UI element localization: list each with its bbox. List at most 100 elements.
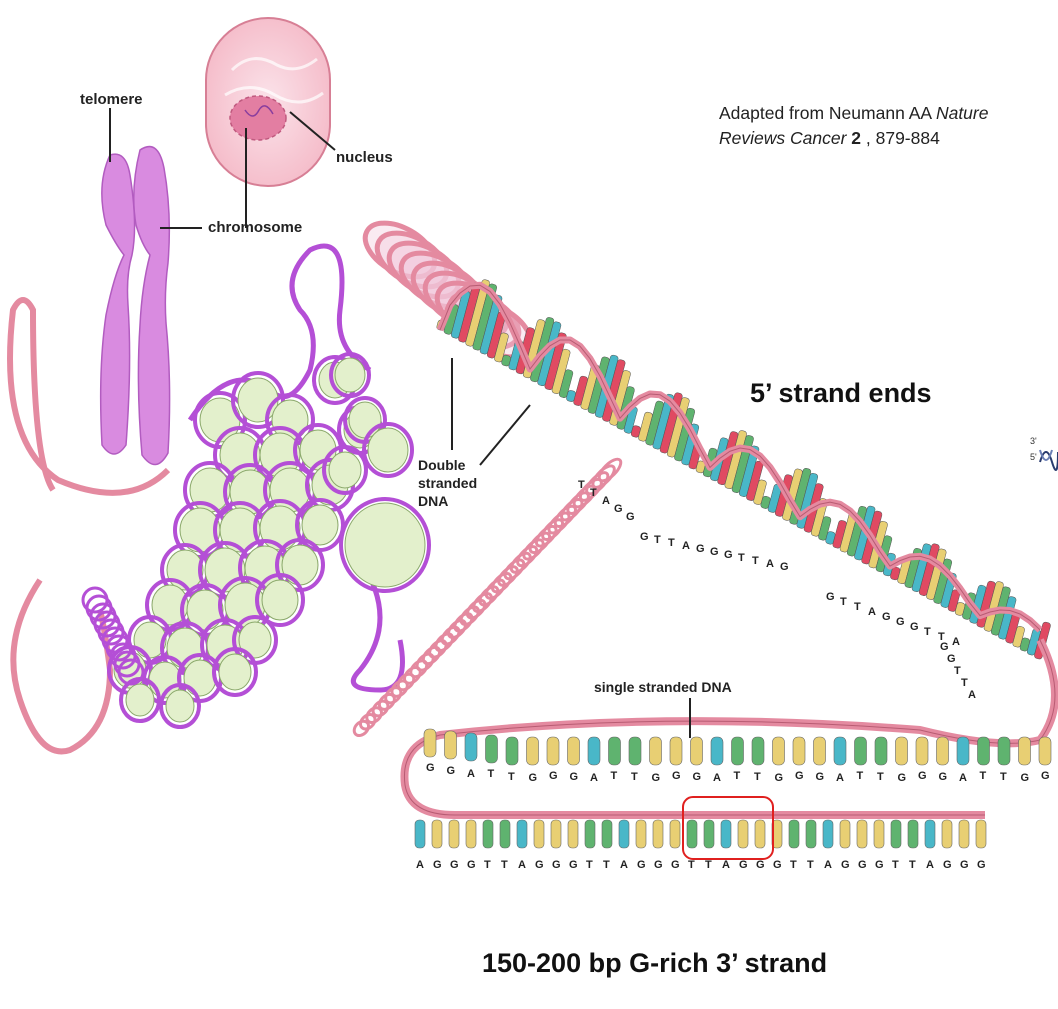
ss-letter-lower: G: [450, 859, 459, 871]
ss-base-lower: [976, 820, 986, 848]
ss-letter-lower: G: [654, 859, 663, 871]
nucleus-shape: [230, 96, 286, 140]
ss-base-lower: [959, 820, 969, 848]
ss-letter-upper: T: [508, 771, 515, 783]
ss-base-lower: [551, 820, 561, 848]
ss-letter-lower: T: [688, 859, 695, 871]
ss-base-lower: [670, 820, 680, 848]
ss-base-lower: [704, 820, 714, 848]
ss-base-lower: [449, 820, 459, 848]
sequence-letter: T: [738, 552, 745, 564]
ss-letter-upper: G: [447, 765, 456, 777]
svg-text:5': 5': [1030, 452, 1037, 462]
sequence-letter: G: [882, 611, 891, 623]
ss-letter-lower: T: [603, 859, 610, 871]
sequence-letter: A: [766, 558, 774, 570]
nucleosome: [260, 506, 300, 550]
ss-letter-upper: T: [857, 770, 864, 782]
ss-letter-lower: G: [943, 859, 952, 871]
single-stranded-label: single stranded DNA: [594, 679, 732, 695]
ss-base-upper: [465, 733, 477, 761]
ss-base-lower: [755, 820, 765, 848]
sequence-letter: A: [968, 689, 976, 701]
ss-base-upper: [834, 737, 846, 765]
ss-letter-upper: G: [570, 771, 579, 783]
ss-letter-lower: G: [858, 859, 867, 871]
ss-base-lower: [619, 820, 629, 848]
telomere-label: telomere: [80, 91, 143, 108]
ss-base-upper: [691, 737, 703, 765]
double-stranded-label-3: DNA: [418, 493, 448, 509]
ss-letter-lower: G: [637, 859, 646, 871]
ss-letter-lower: G: [552, 859, 561, 871]
sequence-letter: T: [840, 596, 847, 608]
ss-base-lower: [721, 820, 731, 848]
nucleosome: [329, 452, 361, 488]
ss-base-upper: [937, 737, 949, 765]
ss-base-upper: [609, 737, 621, 765]
chromosome-label: chromosome: [208, 219, 302, 236]
ss-letter-lower: G: [875, 859, 884, 871]
ss-letter-upper: T: [877, 771, 884, 783]
ss-letter-lower: T: [807, 859, 814, 871]
sequence-letter: G: [826, 591, 835, 603]
sequence-letter: T: [752, 555, 759, 567]
ss-letter-upper: T: [1000, 771, 1007, 783]
ss-letter-lower: G: [467, 859, 476, 871]
three-prime-heading: 150-200 bp G-rich 3’ strand: [482, 948, 827, 979]
chromatin-nucleosomes: [83, 246, 429, 727]
ss-base-lower: [942, 820, 952, 848]
ss-letter-lower: G: [977, 859, 986, 871]
cell-illustration: [206, 18, 335, 228]
sequence-letter: A: [602, 495, 610, 507]
ss-letter-upper: G: [918, 770, 927, 782]
ss-base-upper: [875, 737, 887, 765]
ss-base-upper: [814, 737, 826, 765]
double-stranded-label-1: Double: [418, 457, 466, 473]
ss-letter-upper: A: [713, 772, 721, 784]
nucleosome: [282, 545, 318, 585]
ss-letter-upper: T: [980, 770, 987, 782]
sequence-letter: T: [854, 601, 861, 613]
ss-base-upper: [506, 737, 518, 765]
ss-base-upper: [568, 737, 580, 765]
sequence-letter: T: [924, 626, 931, 638]
ss-letter-upper: G: [549, 770, 558, 782]
sequence-letter: A: [952, 636, 960, 648]
ss-letter-upper: T: [734, 770, 741, 782]
double-stranded-pointer-2: [480, 405, 530, 465]
ss-base-upper: [588, 737, 600, 765]
sequence-letter: G: [710, 546, 719, 558]
ss-letter-lower: A: [722, 859, 730, 871]
sequence-letter: G: [780, 561, 789, 573]
ss-base-upper: [650, 737, 662, 765]
nucleosome: [219, 654, 251, 690]
ss-letter-upper: G: [939, 771, 948, 783]
nucleosome: [335, 358, 365, 392]
ss-letter-upper: G: [693, 771, 702, 783]
ss-base-lower: [738, 820, 748, 848]
ss-letter-upper: T: [754, 771, 761, 783]
ss-base-upper: [732, 737, 744, 765]
sequence-letter: T: [668, 537, 675, 549]
ss-base-lower: [908, 820, 918, 848]
ss-letter-upper: G: [775, 772, 784, 784]
ss-letter-upper: G: [652, 772, 661, 784]
nucleosome: [184, 660, 216, 696]
ss-base-lower: [891, 820, 901, 848]
ss-letter-lower: A: [620, 859, 628, 871]
ss-letter-upper: G: [672, 770, 681, 782]
ss-base-upper: [773, 737, 785, 765]
ss-letter-upper: G: [426, 762, 435, 774]
nucleus-label: nucleus: [336, 149, 393, 166]
ss-base-lower: [534, 820, 544, 848]
ss-base-upper: [711, 737, 723, 765]
sequence-letter: T: [590, 487, 597, 499]
ss-letter-lower: T: [909, 859, 916, 871]
ss-base-lower: [653, 820, 663, 848]
ss-base-upper: [896, 737, 908, 765]
ss-base-upper: [793, 737, 805, 765]
ss-base-lower: [466, 820, 476, 848]
